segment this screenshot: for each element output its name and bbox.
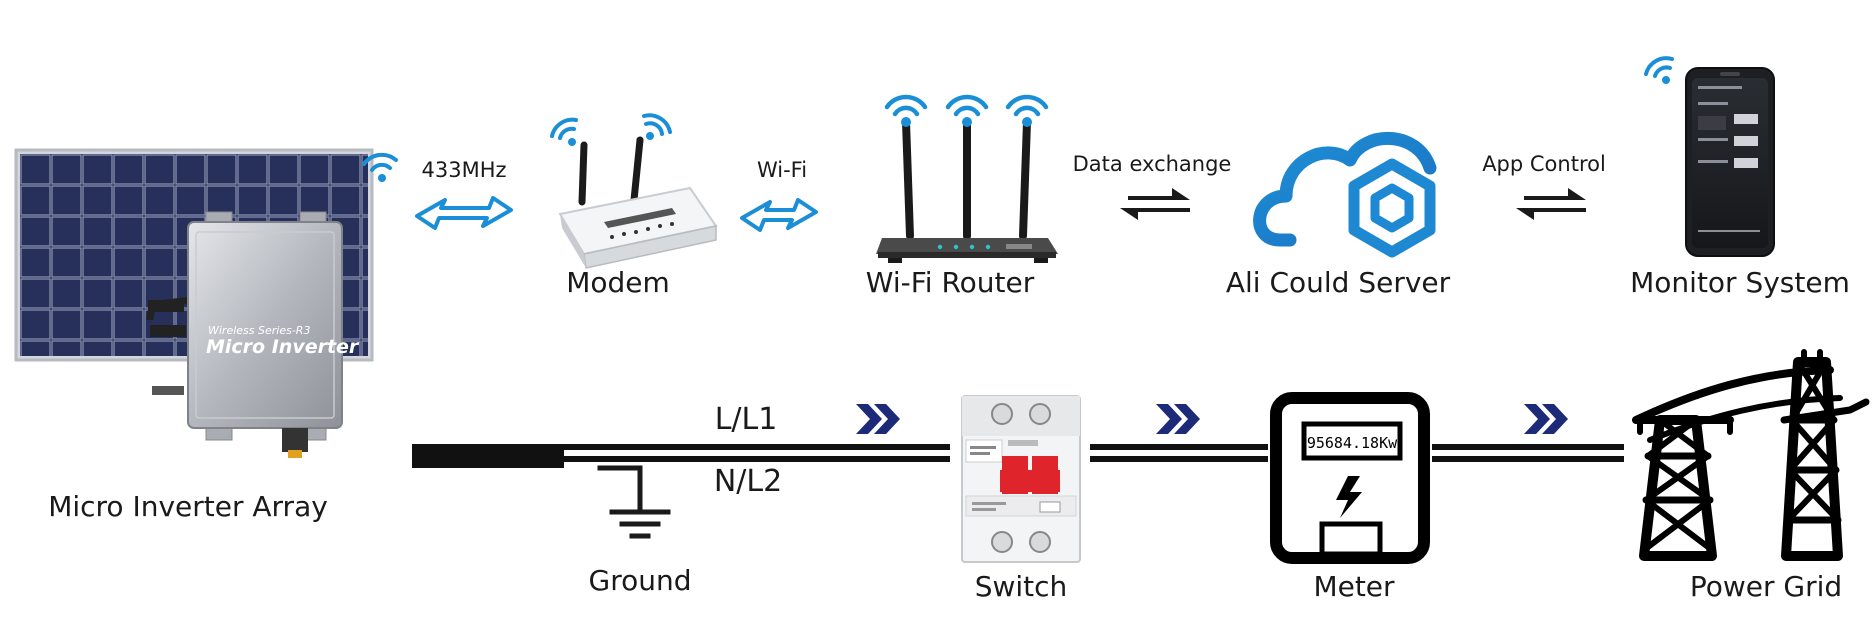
label-ground: Ground <box>588 564 692 597</box>
label-cloud-server: Ali Could Server <box>1225 266 1451 299</box>
power-tower-icon <box>1632 349 1870 561</box>
label-live-line: L/L1 <box>714 402 778 437</box>
label-power-grid: Power Grid <box>1689 570 1843 603</box>
two-way-arrow-icon <box>740 198 818 232</box>
exchange-arrows-icon <box>1516 188 1586 220</box>
cloud-server-icon <box>1253 132 1437 258</box>
label-modem: Modem <box>566 266 670 299</box>
micro-inverter <box>146 211 343 458</box>
wifi-router <box>876 118 1058 263</box>
two-way-arrow-icon <box>415 196 513 230</box>
label-micro-inverter-array: Micro Inverter Array <box>48 490 328 523</box>
electric-meter <box>1270 392 1430 564</box>
label-monitor-system: Monitor System <box>1630 266 1850 299</box>
main-cable <box>412 444 950 468</box>
wireless-signal-icon <box>550 113 672 146</box>
exchange-arrows-icon <box>1120 188 1190 220</box>
modem <box>558 136 718 269</box>
link-label-wifi: Wi-Fi <box>756 158 808 182</box>
wireless-signal-icon <box>884 94 1049 127</box>
inverter-series-text: Wireless Series-R3 <box>208 324 310 337</box>
label-meter: Meter <box>1313 570 1395 603</box>
wireless-signal-icon <box>362 152 398 182</box>
smartphone <box>1685 67 1775 257</box>
meter-reading: 95684.18Kw <box>1307 434 1398 452</box>
label-wifi-router: Wi-Fi Router <box>865 266 1035 299</box>
label-neutral-line: N/L2 <box>713 464 783 499</box>
link-label-433mhz: 433MHz <box>421 158 507 182</box>
ground-symbol <box>597 465 671 539</box>
label-switch: Switch <box>974 570 1068 603</box>
link-label-data-exchange: Data exchange <box>1072 152 1232 176</box>
flow-direction-icon <box>856 404 1568 434</box>
link-label-app-control: App Control <box>1482 152 1606 176</box>
inverter-name-text: Micro Inverter <box>206 336 360 358</box>
line-segment <box>1090 444 1624 462</box>
circuit-breaker <box>961 395 1081 563</box>
wireless-signal-icon <box>1644 56 1674 84</box>
